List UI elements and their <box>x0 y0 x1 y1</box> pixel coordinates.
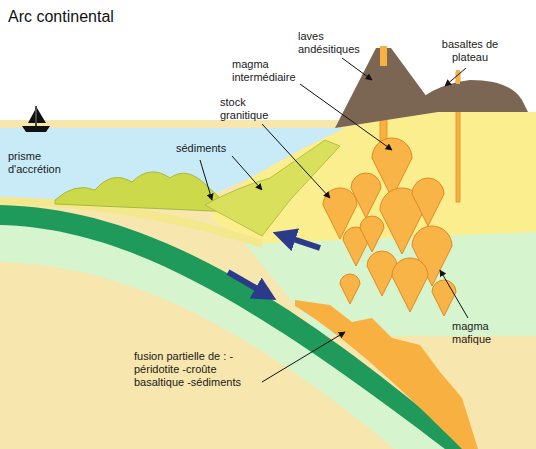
leader-line <box>445 68 466 86</box>
leader-line <box>262 332 345 382</box>
leader-line <box>300 84 392 150</box>
magma-drops <box>323 138 456 316</box>
leader-line <box>232 156 262 190</box>
motion-arrow <box>228 272 266 294</box>
plateau-basalt <box>410 80 528 112</box>
sediment-wedge <box>205 140 340 236</box>
magma-drop <box>351 173 381 218</box>
vent <box>456 70 460 84</box>
magma-drop <box>412 178 444 226</box>
callout-label: magma mafique <box>452 320 508 346</box>
boat-icon <box>22 106 50 132</box>
leader-line <box>262 124 330 198</box>
magma-drop <box>340 274 360 304</box>
melting-zone <box>295 300 478 449</box>
magma-drop <box>392 258 428 312</box>
callout-label: prisme d'accrétion <box>8 150 82 176</box>
callout-label: fusion partielle de : -péridotite -croût… <box>134 350 264 389</box>
callout-label: magma intermédiaire <box>232 58 310 84</box>
magma-drop <box>432 280 456 316</box>
callout-label: laves andésitiques <box>298 30 378 56</box>
magma-drop <box>360 216 384 252</box>
callout-label: basaltes de plateau <box>440 38 500 64</box>
vent <box>380 46 387 66</box>
leader-line <box>200 160 212 200</box>
diagram-title: Arc continental <box>8 8 114 26</box>
motion-arrow <box>284 236 320 248</box>
leader-line <box>342 58 372 80</box>
leader-line <box>440 270 468 318</box>
callout-label: sédiments <box>176 142 246 155</box>
callout-label: stock granitique <box>220 96 284 122</box>
